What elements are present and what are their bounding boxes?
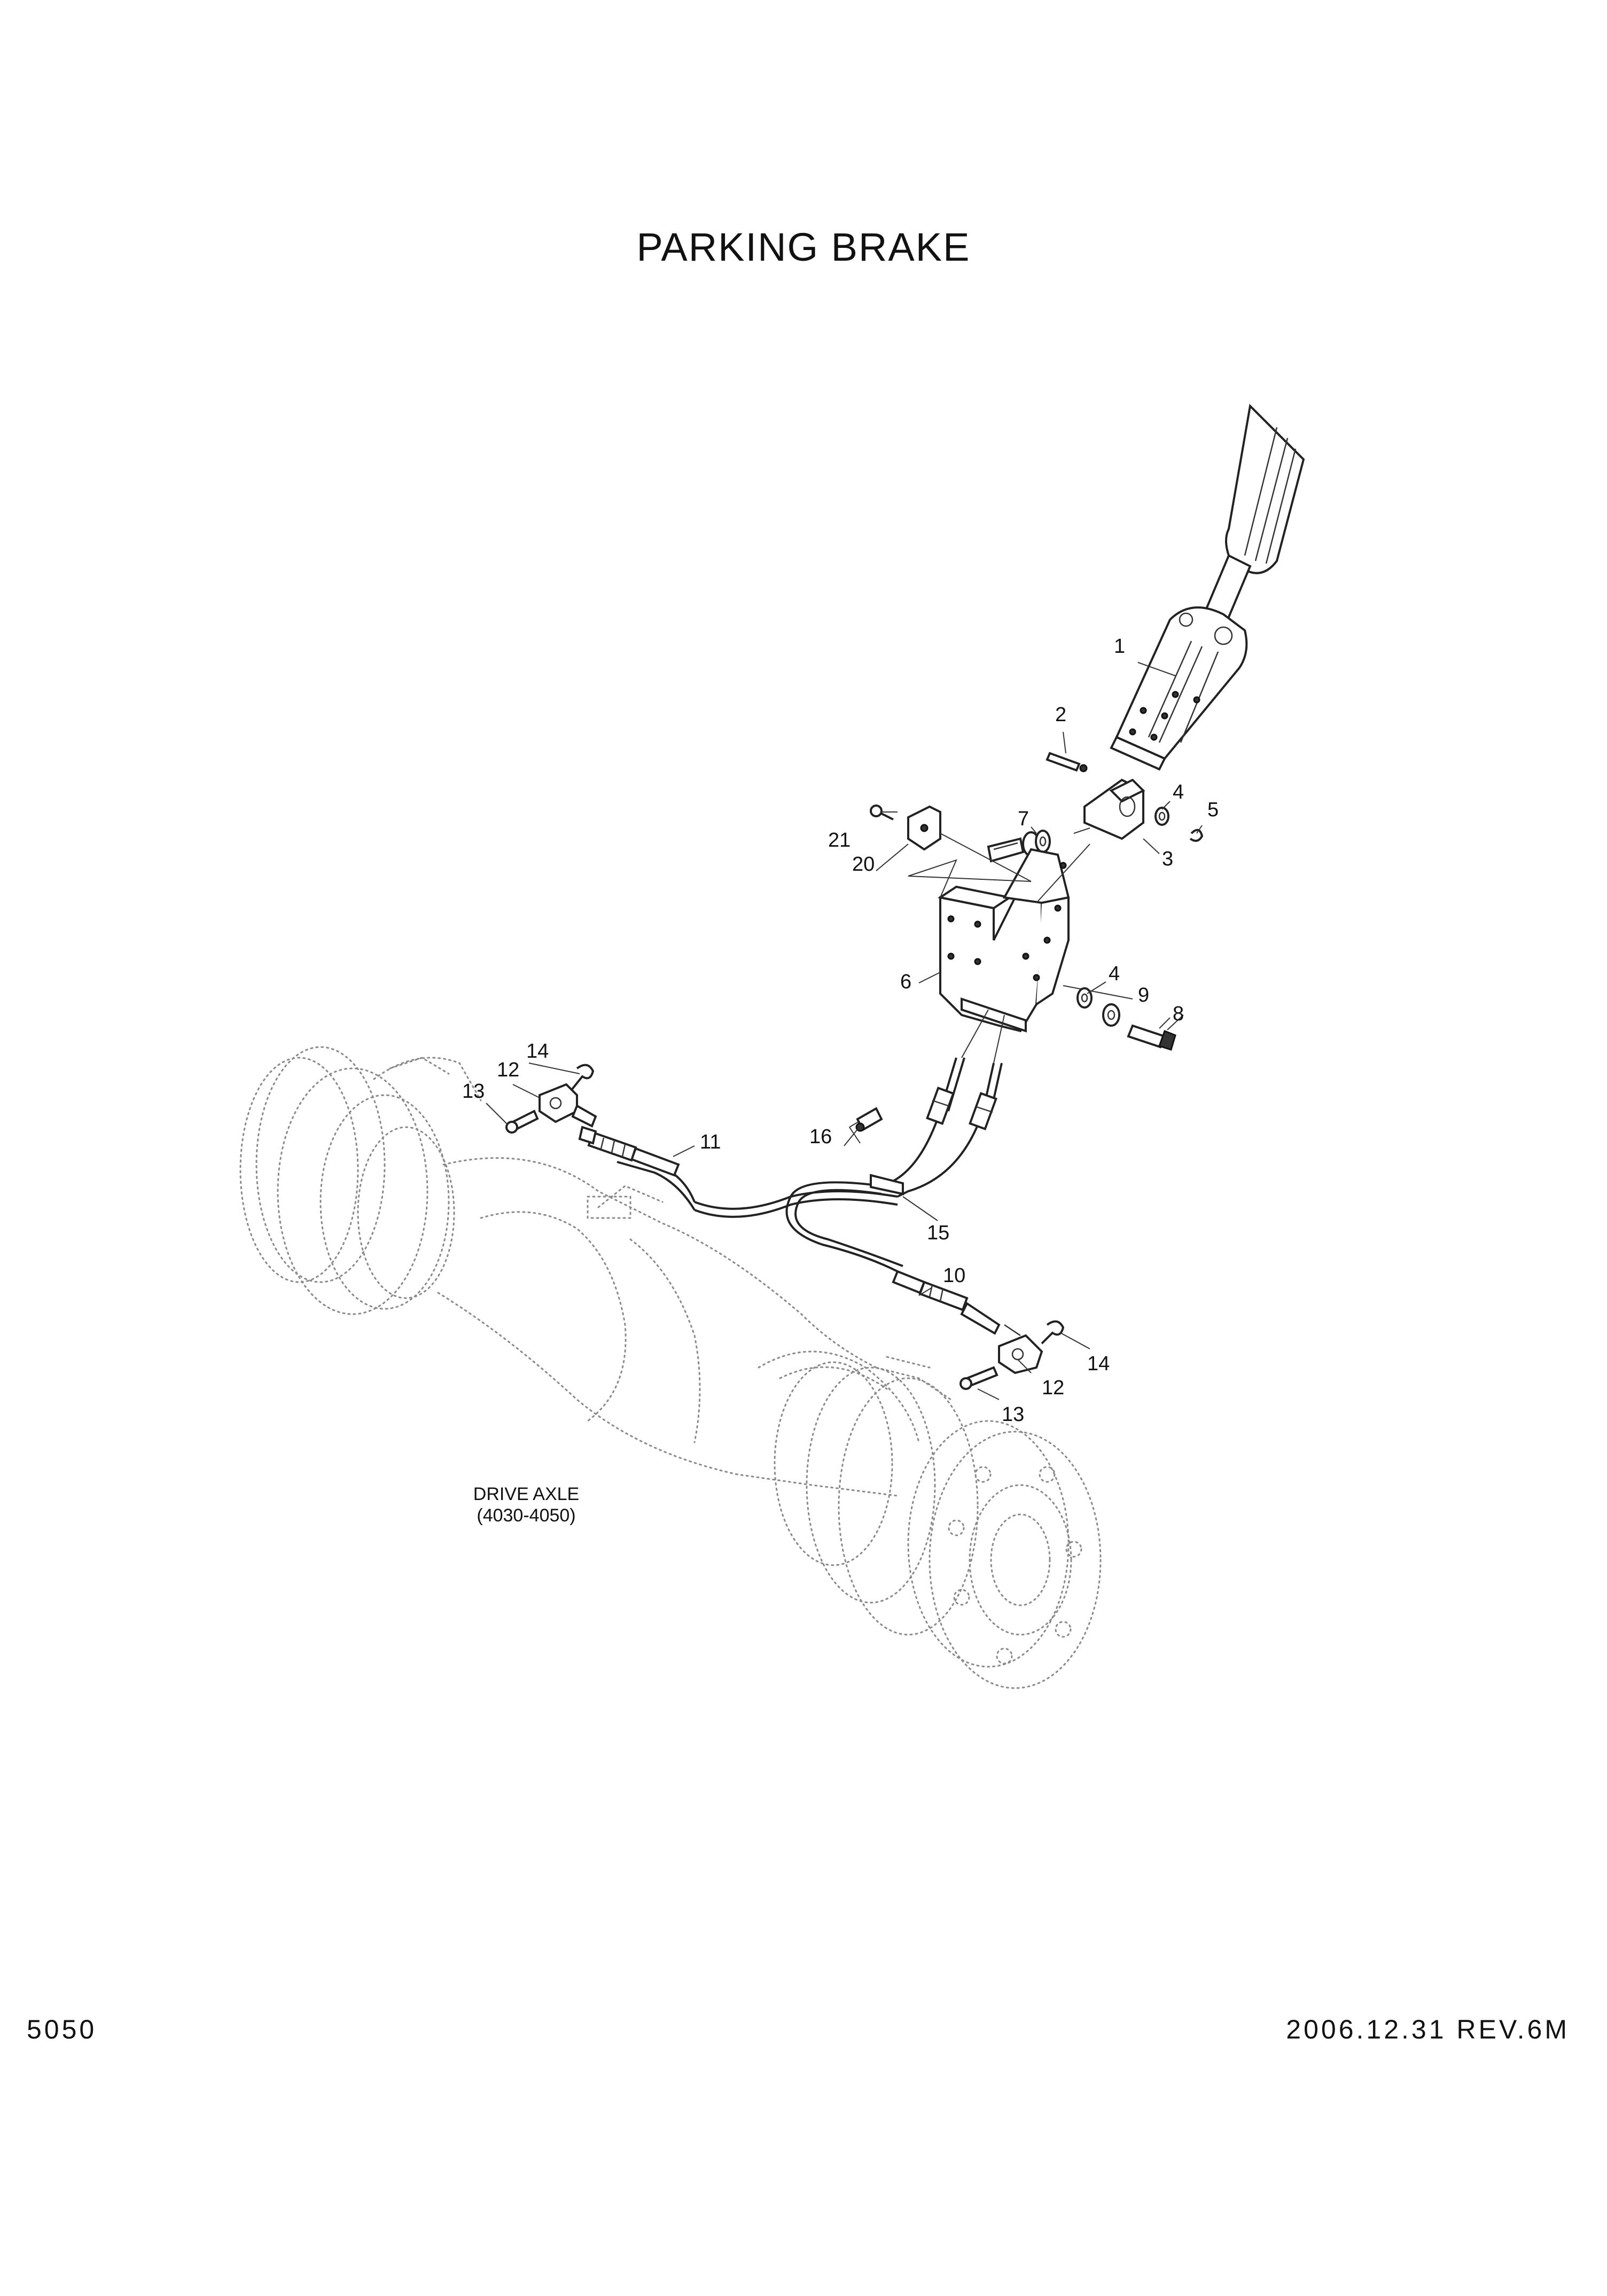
callout-14-left: 14 <box>526 1040 549 1063</box>
clamp-part-15 <box>870 1174 904 1196</box>
screw-part-21 <box>870 805 894 821</box>
washer-part-9 <box>1102 1003 1120 1027</box>
callout-13-left: 13 <box>462 1080 485 1103</box>
page-title: PARKING BRAKE <box>636 225 971 269</box>
callout-10: 10 <box>943 1264 965 1287</box>
yoke-part-12-right <box>998 1334 1043 1375</box>
callout-20: 20 <box>852 853 875 876</box>
bolt-part-7 <box>987 830 1051 863</box>
callout-4-top: 4 <box>1173 781 1184 803</box>
callout-4-lower: 4 <box>1109 963 1120 985</box>
callout-leaders <box>486 662 1203 1400</box>
yoke-part-12-left <box>539 1083 597 1128</box>
bracket-part-20 <box>907 805 941 851</box>
callout-16: 16 <box>809 1126 832 1148</box>
brake-cables <box>578 1057 1021 1337</box>
callout-13-right: 13 <box>1002 1403 1024 1426</box>
drive-axle-label-line2: (4030-4050) <box>477 1505 575 1526</box>
pin-part-13-left <box>505 1110 539 1134</box>
callout-7: 7 <box>1018 808 1029 830</box>
callout-3: 3 <box>1162 848 1173 870</box>
callout-1: 1 <box>1114 635 1125 658</box>
bolt-part-8 <box>1127 1024 1176 1051</box>
callout-11: 11 <box>700 1131 721 1153</box>
drive-axle-label: DRIVE AXLE (4030-4050) <box>473 1484 579 1526</box>
clip-part-5 <box>1189 829 1204 842</box>
assembly-lines <box>849 833 1133 1144</box>
clip-part-14-left <box>571 1064 595 1091</box>
callout-9: 9 <box>1138 984 1149 1006</box>
callout-21: 21 <box>828 829 851 852</box>
parking-lever <box>1110 403 1305 771</box>
washer-part-4-top <box>1154 807 1169 826</box>
fitting-part-16 <box>855 1107 883 1132</box>
callout-2: 2 <box>1055 704 1066 726</box>
callout-numbers: 1 2 4 5 3 7 21 20 6 4 9 8 14 12 13 16 11… <box>462 635 1219 1426</box>
callout-14-right: 14 <box>1087 1353 1110 1375</box>
washer-part-4-lower <box>1076 987 1093 1009</box>
drive-axle-label-line1: DRIVE AXLE <box>473 1484 579 1504</box>
page-number: 5050 <box>27 2014 97 2044</box>
callout-12-right: 12 <box>1042 1377 1064 1399</box>
mounting-bracket-part-6 <box>937 848 1070 1033</box>
clip-part-14-right <box>1041 1320 1065 1345</box>
pin-part-13-right <box>959 1366 998 1390</box>
callout-6: 6 <box>900 971 911 993</box>
pin-part-2 <box>1046 752 1088 772</box>
callout-8: 8 <box>1173 1003 1184 1025</box>
revision-date: 2006.12.31 REV.6M <box>1286 2014 1570 2044</box>
callout-12-left: 12 <box>497 1059 519 1081</box>
pivot-bracket-part-3 <box>1073 778 1145 840</box>
callout-5: 5 <box>1207 799 1219 821</box>
drive-axle-outline <box>239 1046 1102 1689</box>
callout-15: 15 <box>927 1222 949 1244</box>
